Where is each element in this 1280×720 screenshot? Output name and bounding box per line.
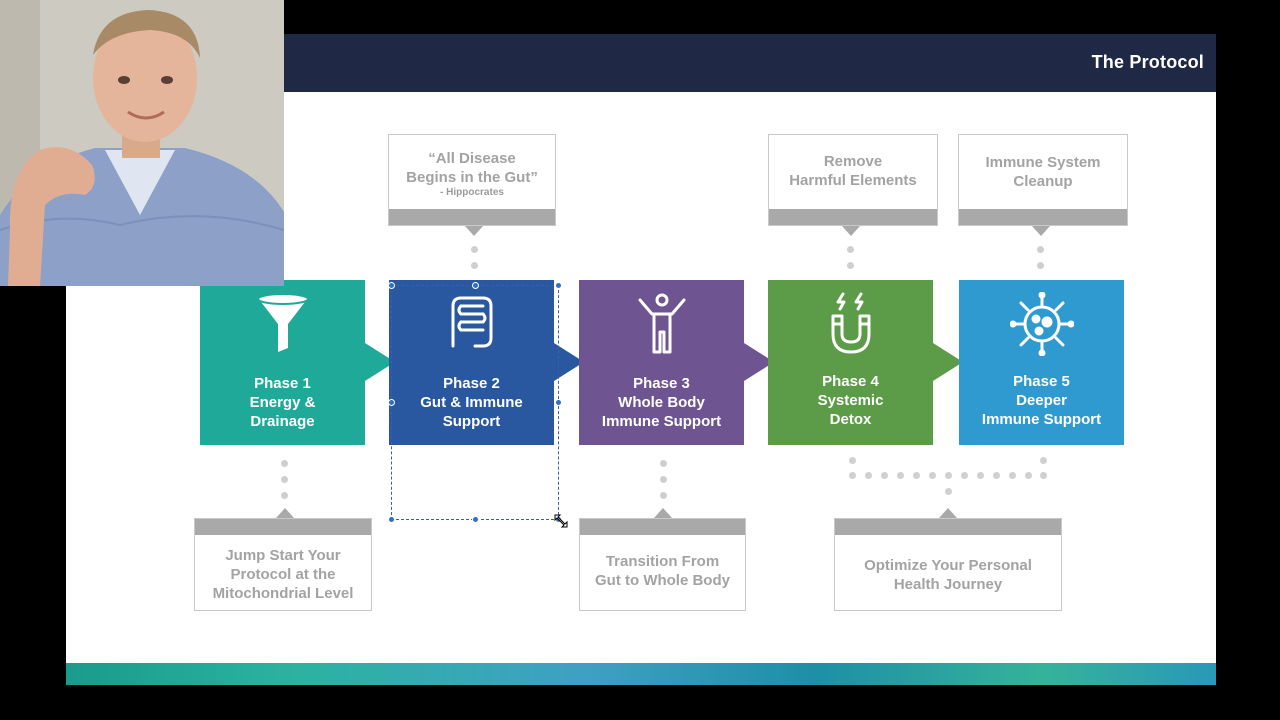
connector-dot [929, 472, 936, 479]
phase-3-tile[interactable]: Phase 3 Whole Body Immune Support [579, 280, 744, 445]
connector-dot [1040, 472, 1047, 479]
resize-handle[interactable] [388, 282, 395, 289]
phase-title-line: Drainage [250, 413, 315, 430]
note-line: Optimize Your Personal [864, 557, 1032, 574]
note-line: Cleanup [1013, 173, 1073, 190]
resize-cursor-icon [554, 514, 568, 533]
connector-dot [847, 262, 854, 269]
phase-title-line: Immune Support [601, 413, 722, 430]
note-line: Immune System [985, 154, 1101, 171]
phase-2-tile[interactable]: Phase 2 Gut & Immune Support [389, 280, 554, 445]
connector-dot [977, 472, 984, 479]
note-jump-start: Jump Start Your Protocol at the Mitochon… [194, 518, 372, 611]
note-pointer [654, 508, 672, 518]
phase-number: Phase 1 [254, 375, 311, 392]
connector-dot [945, 472, 952, 479]
connector-dot [1037, 262, 1044, 269]
resize-handle[interactable] [555, 282, 562, 289]
connector-dot [847, 246, 854, 253]
note-line: Jump Start Your [225, 547, 341, 564]
note-pointer [939, 508, 957, 518]
phase-title-line: Deeper [1016, 392, 1067, 409]
person-icon [634, 292, 690, 361]
note-line: Transition From [605, 553, 720, 570]
connector-dot [660, 476, 667, 483]
connector-dot [1009, 472, 1016, 479]
connector-dot [945, 488, 952, 495]
note-line: Gut to Whole Body [595, 572, 730, 589]
connector-dot [281, 492, 288, 499]
webcam-feed [0, 0, 284, 286]
note-pointer [465, 226, 483, 236]
note-line: Protocol at the [230, 566, 336, 583]
connector-dot [897, 472, 904, 479]
phase-title-line: Energy & [249, 394, 316, 411]
note-transition: Transition From Gut to Whole Body [579, 518, 746, 611]
phase-1-tile[interactable]: Phase 1 Energy & Drainage [200, 280, 365, 445]
phase-title-line: Detox [829, 411, 872, 428]
connector-dot [913, 472, 920, 479]
phase-number: Phase 4 [822, 373, 879, 390]
phase-title-line: Immune Support [981, 411, 1102, 428]
phase-title-line: Whole Body [618, 394, 705, 411]
phase-number: Phase 5 [1013, 373, 1070, 390]
flow-arrow [933, 343, 963, 381]
connector-dot [281, 460, 288, 467]
resize-handle[interactable] [472, 282, 479, 289]
connector-dot [849, 472, 856, 479]
connector-dot [471, 262, 478, 269]
connector-dot [993, 472, 1000, 479]
phase-5-tile[interactable]: Phase 5 Deeper Immune Support [959, 280, 1124, 445]
selection-box[interactable] [391, 285, 559, 520]
intestine-icon [443, 292, 501, 357]
connector-dot [281, 476, 288, 483]
connector-dot [660, 460, 667, 467]
footer-gradient-band [66, 663, 1216, 685]
phase-number: Phase 2 [443, 375, 500, 392]
connector-dot [961, 472, 968, 479]
connector-dot [660, 492, 667, 499]
resize-handle[interactable] [388, 516, 395, 523]
magnet-icon [823, 292, 879, 361]
note-optimize: Optimize Your Personal Health Journey [834, 518, 1062, 611]
note-line: Harmful Elements [789, 172, 917, 189]
note-line: Begins in the Gut” [406, 169, 538, 186]
note-pointer [276, 508, 294, 518]
note-line: Mitochondrial Level [212, 585, 354, 602]
note-line: “All Disease [428, 150, 516, 167]
funnel-icon [255, 292, 311, 361]
note-line: Remove [823, 153, 883, 170]
phase-4-tile[interactable]: Phase 4 Systemic Detox [768, 280, 933, 445]
resize-handle[interactable] [388, 399, 395, 406]
note-remove-harmful: Remove Harmful Elements [768, 134, 938, 226]
slide-title: The Protocol [1091, 52, 1204, 72]
microbe-icon [1009, 291, 1074, 361]
connector-dot [1037, 246, 1044, 253]
phase-title-line: Systemic [817, 392, 884, 409]
connector-dot [1025, 472, 1032, 479]
note-attribution: - Hippocrates [440, 187, 504, 198]
note-pointer [842, 226, 860, 236]
note-immune-cleanup: Immune System Cleanup [958, 134, 1128, 226]
note-line: Health Journey [893, 576, 1003, 593]
phase-title-line: Support [442, 413, 501, 430]
resize-handle[interactable] [555, 399, 562, 406]
phase-number: Phase 3 [633, 375, 690, 392]
connector-dot [849, 457, 856, 464]
phase-title-line: Gut & Immune [420, 394, 523, 411]
note-pointer [1032, 226, 1050, 236]
connector-dot [1040, 457, 1047, 464]
connector-dot [865, 472, 872, 479]
note-hippocrates-quote: “All Disease Begins in the Gut” - Hippoc… [388, 134, 556, 226]
presentation-slide: The Protocol “All Disease Begins in the … [66, 34, 1216, 685]
connector-dot [471, 246, 478, 253]
connector-dot [881, 472, 888, 479]
resize-handle[interactable] [472, 516, 479, 523]
